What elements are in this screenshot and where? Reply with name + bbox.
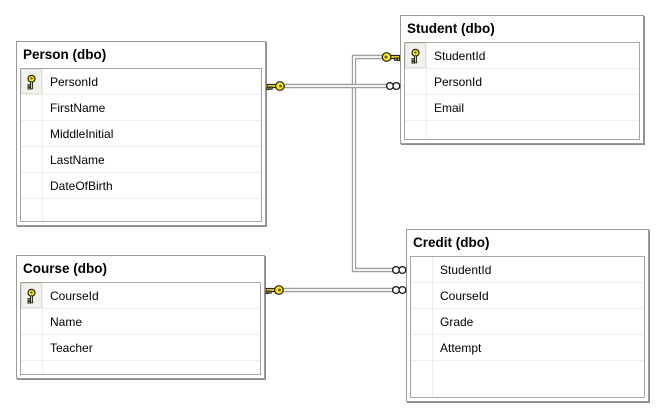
- infinity-icon: [385, 81, 401, 91]
- table-credit[interactable]: Credit (dbo) StudentId CourseId Grade At…: [406, 229, 649, 402]
- table-person-title[interactable]: Person (dbo): [17, 42, 265, 68]
- key-icon: [265, 285, 284, 295]
- column-name: Attempt: [440, 340, 482, 355]
- column-row-personid[interactable]: PersonId: [21, 69, 261, 95]
- table-credit-title[interactable]: Credit (dbo): [407, 230, 648, 256]
- column-row-middleinitial[interactable]: MiddleInitial: [21, 121, 261, 147]
- empty-row: [21, 199, 261, 221]
- column-row-studentid[interactable]: StudentId: [405, 43, 639, 69]
- row-selector-cell: [405, 69, 427, 94]
- row-selector-cell: [21, 309, 43, 334]
- column-name: PersonId: [50, 74, 99, 89]
- table-person-grid: PersonId FirstName MiddleInitial LastNam…: [20, 68, 262, 222]
- empty-cell: [43, 199, 261, 221]
- row-selector-cell: [411, 283, 433, 308]
- column-name: CourseId: [440, 288, 489, 303]
- empty-cell: [43, 361, 260, 374]
- table-student[interactable]: Student (dbo) StudentId PersonId: [400, 15, 644, 144]
- column-row-name[interactable]: Name: [21, 309, 260, 335]
- column-row-courseid-fk[interactable]: CourseId: [411, 283, 644, 309]
- column-row-dateofbirth[interactable]: DateOfBirth: [21, 173, 261, 199]
- relationship-course-credit[interactable]: [265, 285, 407, 295]
- column-name: CourseId: [50, 288, 99, 303]
- empty-row: [21, 361, 260, 374]
- column-name: Email: [434, 100, 465, 115]
- pk-cell: [405, 43, 427, 68]
- primary-key-icon: [411, 48, 420, 64]
- row-selector-cell: [411, 335, 433, 360]
- row-selector-cell: [21, 121, 43, 146]
- pk-cell: [21, 69, 43, 94]
- table-course-title[interactable]: Course (dbo): [17, 256, 264, 282]
- column-name: Name: [50, 314, 83, 329]
- column-name: DateOfBirth: [50, 178, 113, 193]
- pk-cell: [21, 283, 43, 308]
- table-student-title[interactable]: Student (dbo): [401, 16, 643, 42]
- primary-key-icon: [27, 288, 36, 304]
- relationship-student-credit[interactable]: [351, 52, 407, 275]
- table-course[interactable]: Course (dbo) CourseId Name: [16, 255, 265, 379]
- column-row-personid-fk[interactable]: PersonId: [405, 69, 639, 95]
- row-selector-cell: [21, 95, 43, 120]
- column-row-attempt[interactable]: Attempt: [411, 335, 644, 361]
- column-name: StudentId: [440, 262, 492, 277]
- row-selector-cell: [21, 361, 43, 374]
- empty-cell: [427, 121, 639, 139]
- row-selector-cell: [21, 173, 43, 198]
- row-selector-cell: [21, 147, 43, 172]
- column-name: Grade: [440, 314, 474, 329]
- column-name: StudentId: [434, 48, 486, 63]
- infinity-icon: [391, 265, 407, 275]
- row-selector-cell: [21, 199, 43, 221]
- row-selector-cell: [21, 335, 43, 360]
- table-student-grid: StudentId PersonId Email: [404, 42, 640, 140]
- column-name: LastName: [50, 152, 105, 167]
- primary-key-icon: [27, 74, 36, 90]
- column-row-firstname[interactable]: FirstName: [21, 95, 261, 121]
- key-icon: [266, 81, 285, 91]
- column-name: Teacher: [50, 340, 93, 355]
- column-row-email[interactable]: Email: [405, 95, 639, 121]
- column-row-teacher[interactable]: Teacher: [21, 335, 260, 361]
- relationship-person-student[interactable]: [266, 81, 401, 91]
- table-course-grid: CourseId Name Teacher: [20, 282, 261, 375]
- row-selector-cell: [411, 361, 433, 397]
- table-person[interactable]: Person (dbo) PersonId FirstName: [16, 41, 266, 226]
- empty-row: [405, 121, 639, 139]
- key-icon: [381, 52, 401, 62]
- column-name: MiddleInitial: [50, 126, 114, 141]
- column-row-lastname[interactable]: LastName: [21, 147, 261, 173]
- row-selector-cell: [405, 95, 427, 120]
- column-name: FirstName: [50, 100, 106, 115]
- row-selector-cell: [405, 121, 427, 139]
- table-credit-grid: StudentId CourseId Grade Attempt: [410, 256, 645, 398]
- column-row-studentid-fk[interactable]: StudentId: [411, 257, 644, 283]
- column-name: PersonId: [434, 74, 483, 89]
- infinity-icon: [391, 285, 407, 295]
- column-row-courseid[interactable]: CourseId: [21, 283, 260, 309]
- row-selector-cell: [411, 257, 433, 282]
- column-row-grade[interactable]: Grade: [411, 309, 644, 335]
- empty-cell: [433, 361, 644, 397]
- row-selector-cell: [411, 309, 433, 334]
- empty-row: [411, 361, 644, 397]
